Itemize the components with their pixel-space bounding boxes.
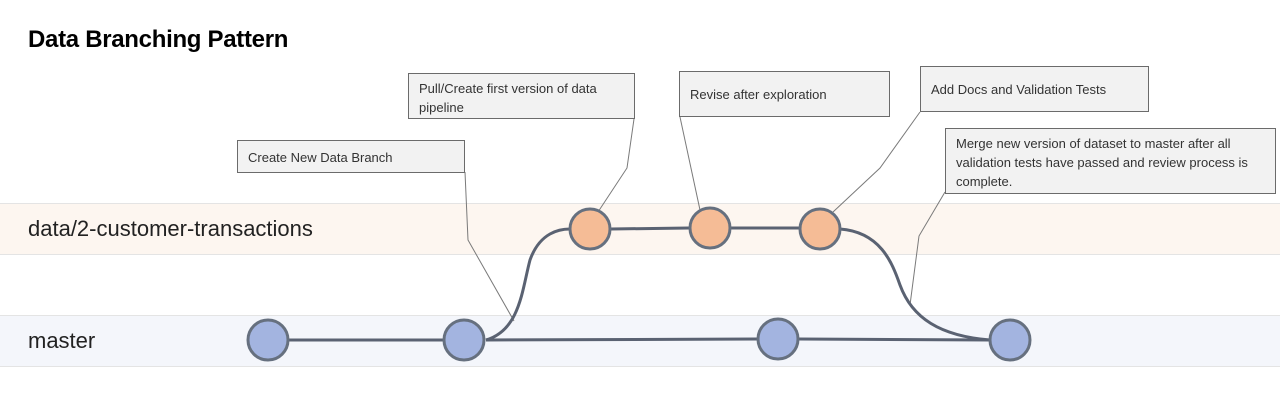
commit-node-master-1 xyxy=(246,318,290,362)
edge-master-3 xyxy=(798,337,991,342)
branch-label-data: data/2-customer-transactions xyxy=(28,216,313,241)
commit-node-data-3 xyxy=(798,207,842,251)
edge-merge xyxy=(839,227,991,342)
diagram-title: Data Branching Pattern xyxy=(28,26,289,53)
callout-docs-tests: Add Docs and Validation Tests xyxy=(920,66,1149,112)
callout-first-version: Pull/Create first version of data pipeli… xyxy=(408,73,635,119)
edge-master-2 xyxy=(485,337,758,342)
leader-revise xyxy=(679,116,701,211)
commit-node-data-1 xyxy=(568,207,612,251)
leader-create-branch xyxy=(464,171,515,322)
leader-docs-tests xyxy=(832,111,921,213)
branch-lane-master: master xyxy=(0,315,1280,367)
leader-merge xyxy=(909,191,946,306)
edge-branch-out xyxy=(485,227,571,342)
callout-merge: Merge new version of dataset to master a… xyxy=(945,128,1276,194)
branch-label-master: master xyxy=(28,328,96,353)
commit-node-data-2 xyxy=(688,206,732,250)
commit-node-master-4 xyxy=(988,318,1032,362)
leader-first-version xyxy=(597,118,635,213)
callout-create-branch: Create New Data Branch xyxy=(237,140,465,173)
commit-node-master-2 xyxy=(442,318,486,362)
commit-node-master-3 xyxy=(756,317,800,361)
callout-revise: Revise after exploration xyxy=(679,71,890,117)
edge-data-1 xyxy=(610,226,690,231)
